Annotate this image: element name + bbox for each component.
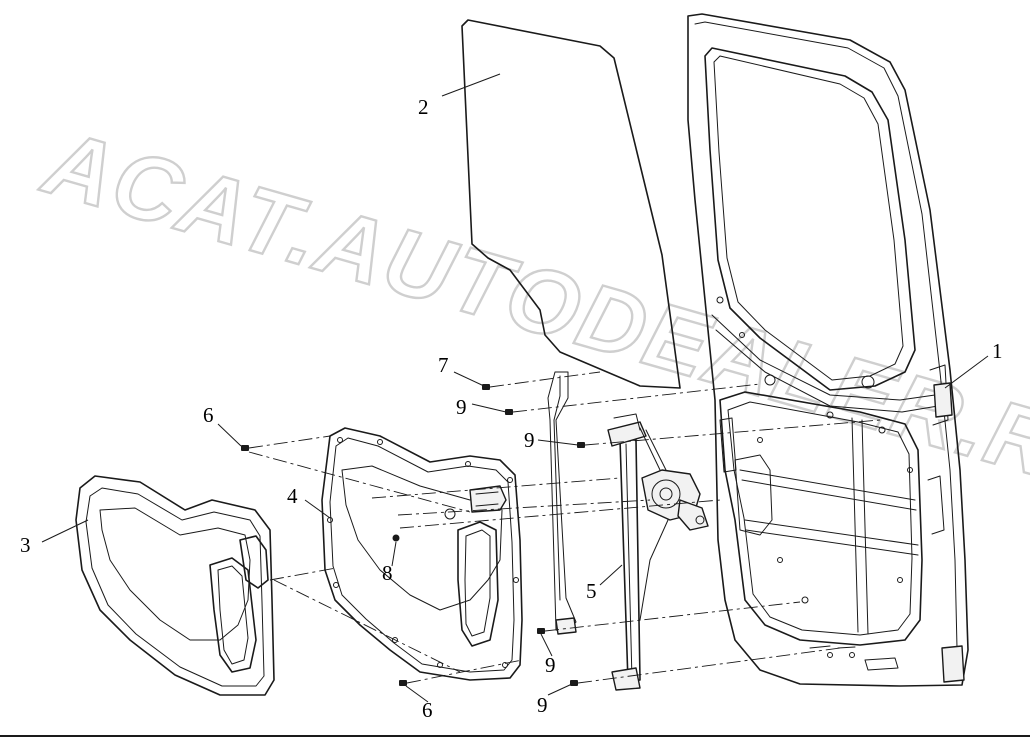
leader-lines bbox=[41, 73, 989, 703]
assembly-alignment-lines bbox=[248, 371, 881, 684]
callout-6-lower: 6 bbox=[422, 698, 433, 722]
callout-4: 4 bbox=[287, 484, 298, 508]
callout-7: 7 bbox=[438, 353, 449, 377]
bolt-7 bbox=[482, 384, 490, 390]
watermark-text: ACAT.AUTODEALER.RU bbox=[33, 111, 1030, 518]
callout-9-d: 9 bbox=[537, 693, 548, 717]
part-glass-guide-channel bbox=[547, 371, 577, 635]
bolt-9-a bbox=[505, 409, 513, 415]
callout-9-c: 9 bbox=[545, 653, 556, 677]
part-window-regulator bbox=[607, 413, 709, 691]
screw-6-lower bbox=[399, 680, 407, 686]
callout-6-upper: 6 bbox=[203, 403, 214, 427]
watermark: ACAT.AUTODEALER.RU bbox=[31, 109, 1030, 518]
callout-1: 1 bbox=[992, 339, 1003, 363]
callout-5: 5 bbox=[586, 579, 597, 603]
callout-labels: 1 2 3 4 5 6 6 7 8 9 9 9 9 bbox=[20, 95, 1003, 722]
hardware-fasteners bbox=[241, 384, 585, 686]
part-door-glass bbox=[461, 19, 681, 389]
screw-6-upper bbox=[241, 445, 249, 451]
callout-9-b: 9 bbox=[524, 428, 535, 452]
bolt-9-d bbox=[570, 680, 578, 686]
callout-3: 3 bbox=[20, 533, 31, 557]
bolt-9-c bbox=[537, 628, 545, 634]
bolt-9-b bbox=[577, 442, 585, 448]
clip-8 bbox=[392, 534, 400, 542]
part-door-shell bbox=[687, 13, 969, 687]
part-sealing-film bbox=[75, 475, 275, 696]
part-inner-panel bbox=[321, 427, 523, 681]
callout-8: 8 bbox=[382, 561, 393, 585]
callout-9-a: 9 bbox=[456, 395, 467, 419]
callout-2: 2 bbox=[418, 95, 429, 119]
